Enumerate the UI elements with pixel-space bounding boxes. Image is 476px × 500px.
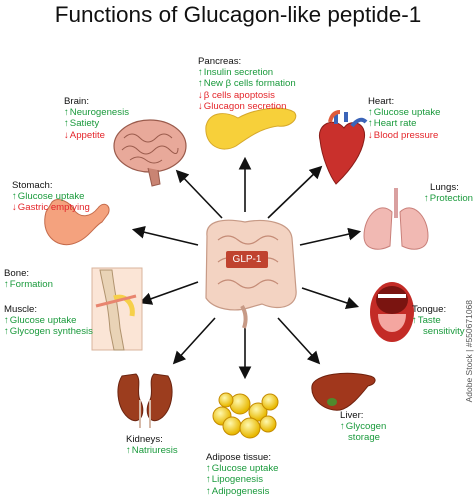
stomach-effect: Gastric emptying bbox=[12, 202, 90, 213]
arrow-kidneys bbox=[172, 317, 216, 365]
lungs-effect: Protection bbox=[424, 193, 473, 204]
heart-effect: Heart rate bbox=[368, 118, 440, 129]
pancreas-effect: Insulin secretion bbox=[198, 67, 296, 78]
pancreas-effect: New β cells formation bbox=[198, 78, 296, 89]
diagram-title: Functions of Glucagon-like peptide-1 bbox=[54, 2, 422, 27]
arrow-heart bbox=[267, 165, 323, 219]
adipose-effect: Adipogenesis bbox=[206, 486, 278, 497]
adipose-effect: Glucose uptake bbox=[206, 463, 279, 474]
heart-title: Heart: bbox=[368, 96, 395, 107]
adipose-label: Adipose tissue: Glucose uptake Lipogenes… bbox=[206, 452, 278, 497]
pancreas-title: Pancreas: bbox=[198, 56, 242, 67]
kidneys-effect: Natriuresis bbox=[126, 445, 178, 456]
lungs-label: Lungs: Protection bbox=[430, 182, 473, 204]
pancreas-effect: Glucagon secretion bbox=[198, 101, 296, 112]
kidneys-title: Kidneys: bbox=[126, 434, 163, 445]
adipose-effect: Lipogenesis bbox=[206, 474, 278, 485]
tongue-effect: sensitivity bbox=[423, 326, 465, 338]
arrows bbox=[131, 156, 362, 380]
lungs-illustration bbox=[363, 188, 429, 250]
adipose-illustration bbox=[212, 392, 279, 439]
bone-title: Bone: bbox=[4, 268, 30, 279]
intestine-illustration bbox=[205, 219, 297, 329]
bone-label: Bone: Formation bbox=[4, 268, 53, 290]
heart-effect: Glucose uptake bbox=[368, 107, 441, 118]
liver-effect: storage bbox=[348, 432, 380, 444]
muscle-title: Muscle: bbox=[4, 304, 38, 315]
arrow-stomach bbox=[131, 225, 199, 246]
liver-illustration bbox=[311, 372, 376, 411]
arrow-lungs bbox=[299, 227, 362, 246]
muscle-effect: Glycogen synthesis bbox=[4, 326, 93, 337]
liver-title: Liver: bbox=[340, 410, 364, 421]
arrow-tongue bbox=[301, 287, 360, 310]
glp1-badge bbox=[226, 251, 268, 268]
stock-watermark: Adobe Stock | #550671068 bbox=[464, 300, 474, 403]
heart-label: Heart: Glucose uptake Heart rate Blood p… bbox=[368, 96, 440, 141]
liver-effect: Glycogen bbox=[340, 421, 387, 432]
brain-label: Brain: Neurogenesis Satiety Appetite bbox=[64, 96, 129, 141]
kidneys-label: Kidneys: Natriuresis bbox=[126, 434, 178, 456]
stomach-label: Stomach: Glucose uptake Gastric emptying bbox=[12, 180, 90, 214]
muscle-label: Muscle: Glucose uptake Glycogen synthesi… bbox=[4, 304, 93, 338]
brain-illustration bbox=[113, 119, 187, 187]
arrow-brain bbox=[175, 169, 223, 219]
stomach-effect: Glucose uptake bbox=[12, 191, 90, 202]
muscle-effect: Glucose uptake bbox=[4, 315, 93, 326]
brain-title: Brain: bbox=[64, 96, 90, 107]
glp1-center-label: GLP-1 bbox=[232, 254, 262, 265]
adipose-title: Adipose tissue: bbox=[206, 452, 272, 463]
tongue-illustration bbox=[370, 282, 414, 342]
liver-label: Liver: Glycogen storage bbox=[340, 410, 386, 444]
pancreas-label: Pancreas: Insulin secretion New β cells … bbox=[198, 56, 296, 112]
stomach-title: Stomach: bbox=[12, 180, 53, 191]
tongue-title: Tongue: bbox=[412, 304, 447, 315]
knee-illustration bbox=[91, 267, 143, 351]
tongue-label: Tongue: Taste sensitivity bbox=[412, 304, 465, 338]
arrow-liver bbox=[277, 317, 321, 365]
heart-illustration bbox=[318, 110, 368, 185]
pancreas-illustration bbox=[205, 107, 297, 150]
bone-effect: Formation bbox=[4, 279, 53, 290]
kidneys-illustration bbox=[117, 373, 173, 428]
brain-effect: Appetite bbox=[64, 130, 129, 141]
heart-effect: Blood pressure bbox=[368, 130, 440, 141]
lungs-title: Lungs: bbox=[430, 182, 459, 193]
pancreas-effect: β cells apoptosis bbox=[198, 90, 296, 101]
brain-effect: Satiety bbox=[64, 118, 129, 129]
brain-effect: Neurogenesis bbox=[64, 107, 129, 118]
arrow-muscle bbox=[138, 281, 199, 305]
tongue-effect: Taste bbox=[412, 315, 465, 326]
